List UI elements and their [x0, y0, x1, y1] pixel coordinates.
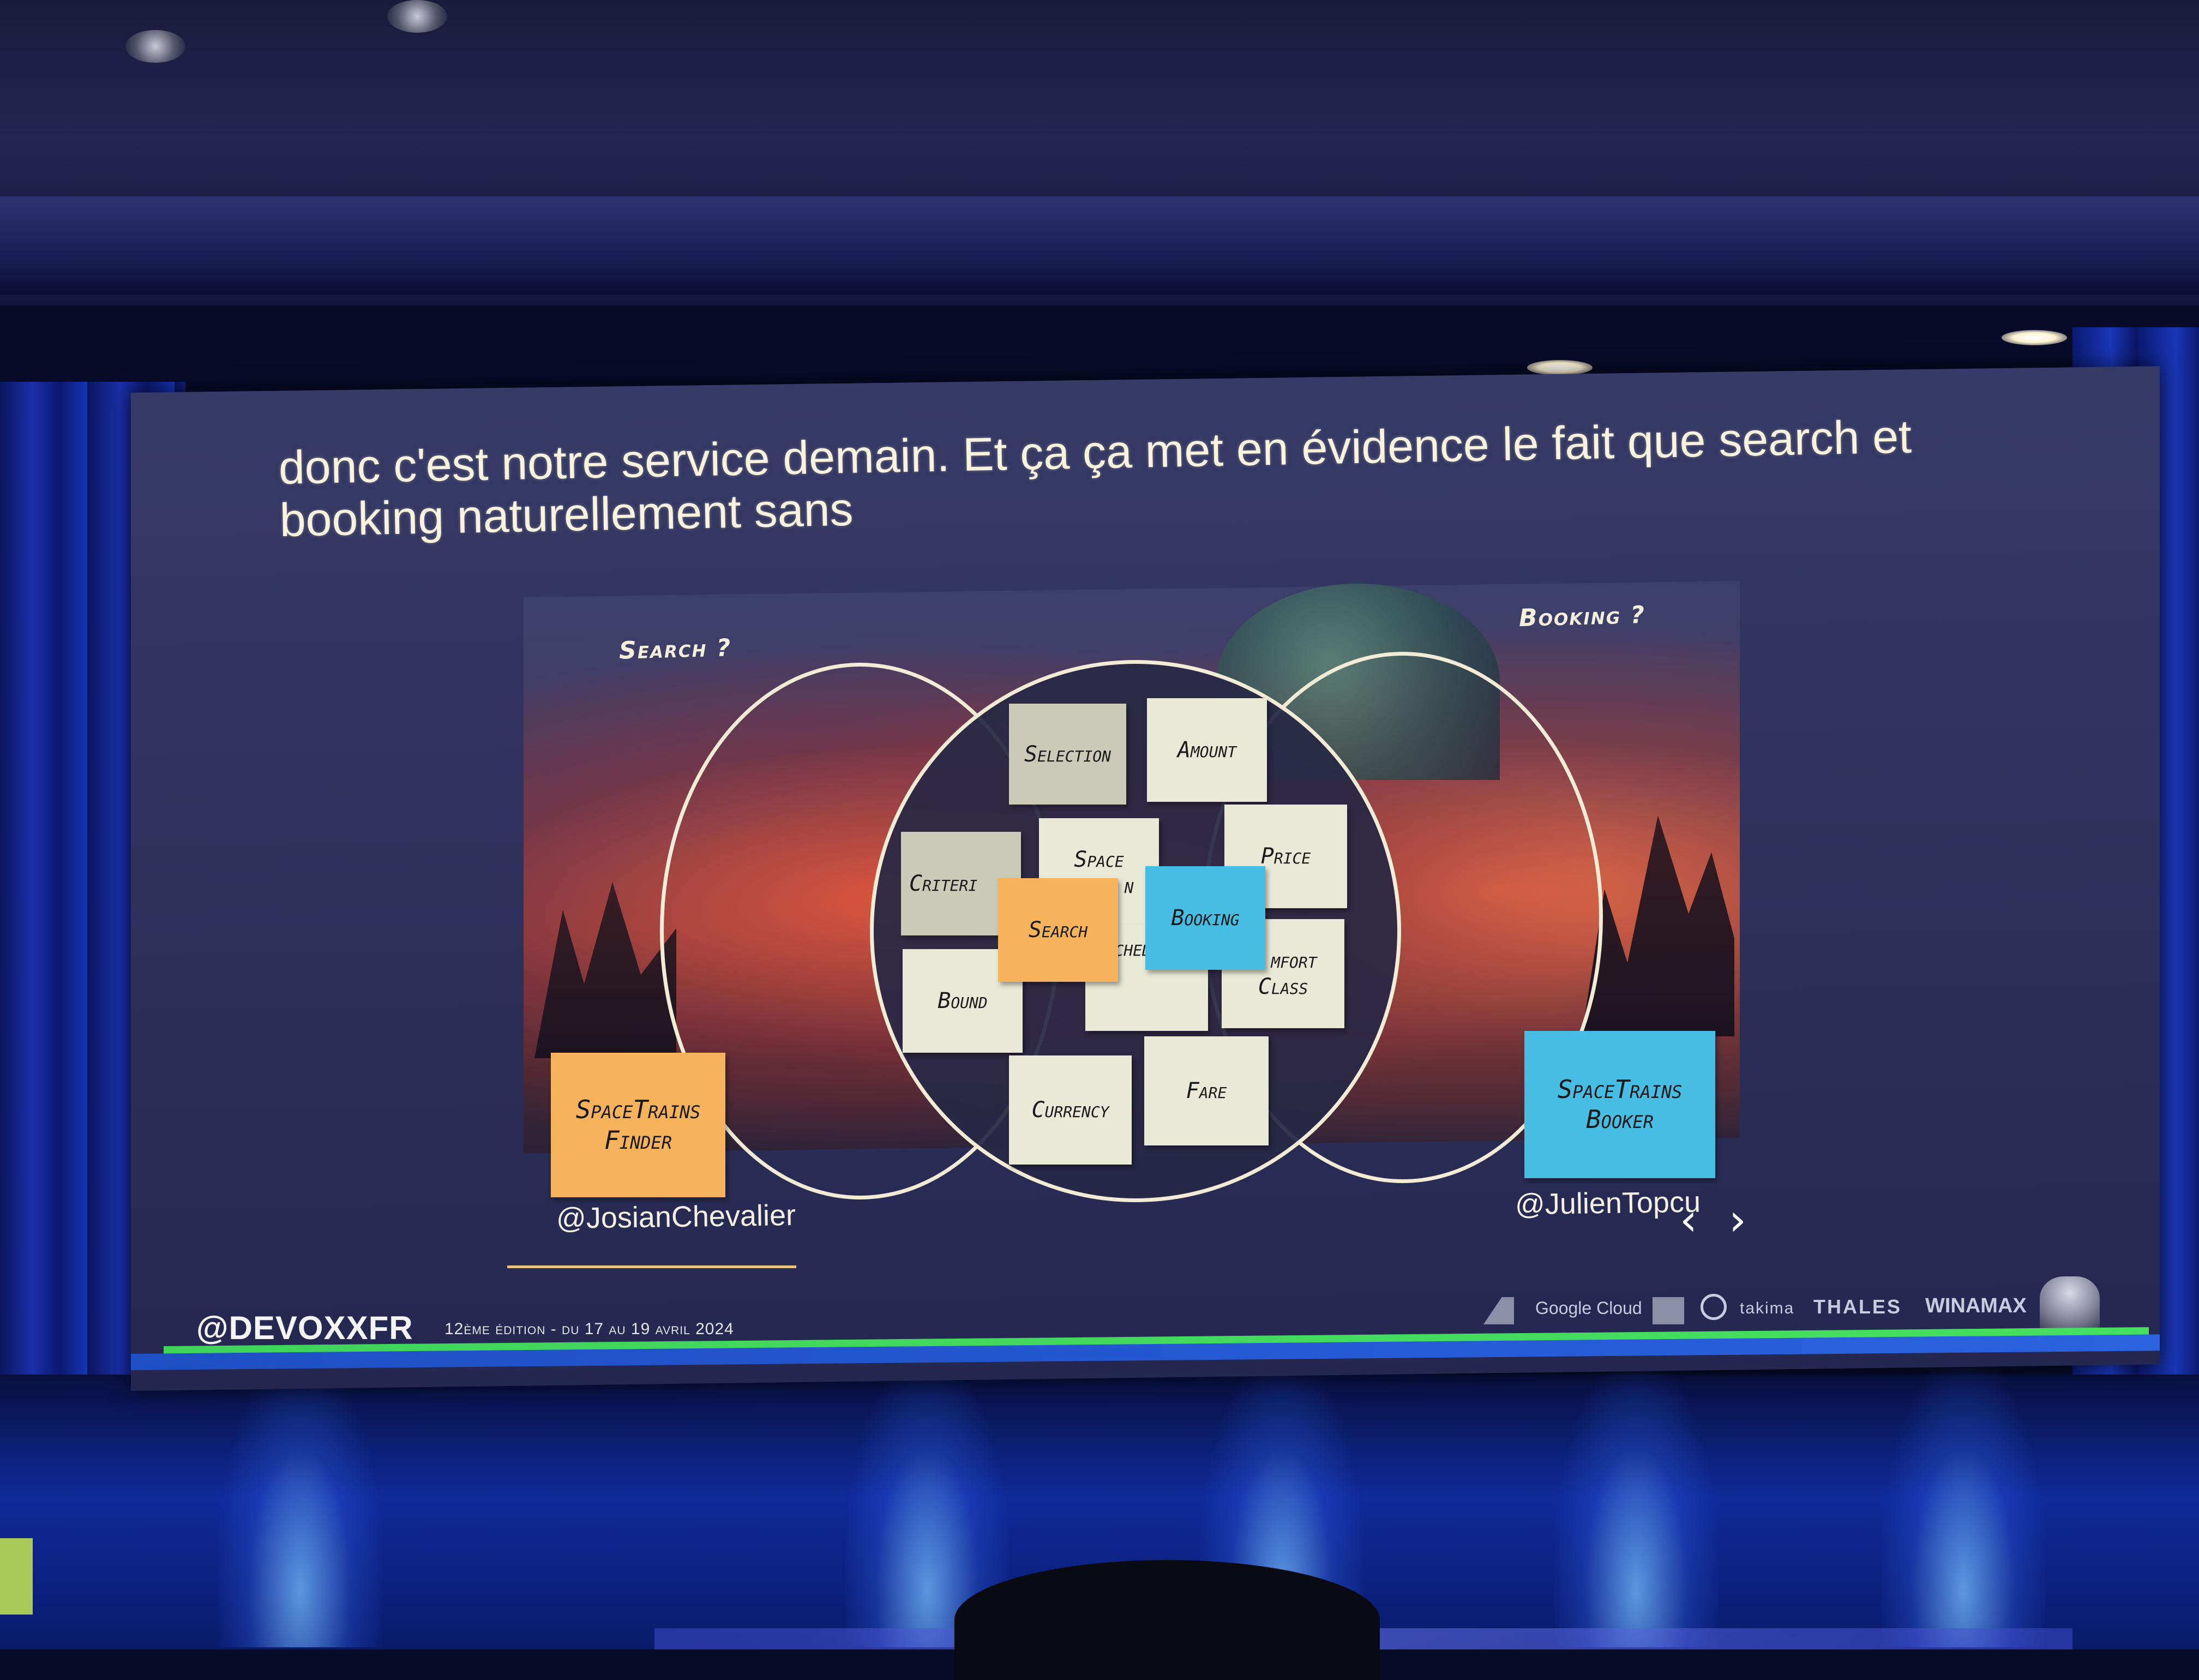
sticky-space-line1: Space	[1074, 847, 1124, 872]
stage-light	[1554, 1364, 1718, 1647]
booker-line2: Booker	[1585, 1105, 1654, 1134]
spotlight-icon	[2002, 330, 2067, 345]
booker-line1: SpaceTrains	[1557, 1074, 1683, 1104]
label-search: Search ?	[618, 634, 732, 665]
finder-line1: SpaceTrains	[575, 1095, 701, 1125]
sticky-space-line2: n	[1124, 873, 1134, 898]
sticky-spacetrains-booker: SpaceTrains Booker	[1524, 1031, 1715, 1178]
ceiling-light-icon	[125, 30, 185, 63]
stage-light	[218, 1364, 382, 1647]
ceiling-light-icon	[387, 0, 447, 33]
handle-josian: @JosianChevalier	[556, 1198, 796, 1235]
sticky-selection: Selection	[1009, 704, 1126, 805]
stage-light	[1882, 1364, 2045, 1647]
sticky-spacetrains-finder: SpaceTrains Finder	[551, 1053, 725, 1197]
finder-line2: Finder	[604, 1125, 672, 1155]
square-logo-icon	[1653, 1297, 1684, 1324]
footer-brand: @DEVOXXFR	[196, 1310, 413, 1346]
chevron-left-icon[interactable]: ‹	[1680, 1195, 1697, 1245]
sticky-comfort-class: mfort Class	[1222, 919, 1344, 1028]
audience-heads	[954, 1560, 1380, 1680]
spotlight-icon	[1527, 360, 1593, 375]
sticky-search: Search	[998, 878, 1118, 982]
sticky-fare: Fare	[1144, 1036, 1269, 1145]
sponsor-google-cloud: Google Cloud	[1535, 1298, 1642, 1318]
sponsor-takima: takima	[1740, 1299, 1795, 1317]
side-badge	[0, 1538, 33, 1615]
astronaut-mascot-icon	[2040, 1276, 2100, 1331]
sponsor-winamax: WINAMAX	[1925, 1294, 2027, 1317]
spiral-logo-icon	[1701, 1294, 1727, 1320]
sticky-comfort-line2: Class	[1258, 974, 1308, 999]
sticky-amount: Amount	[1147, 698, 1267, 802]
handle-underline	[507, 1265, 796, 1268]
sponsor-thales: THALES	[1813, 1295, 1902, 1318]
footer-edition: 12ème édition - du 17 au 19 avril 2024	[444, 1320, 734, 1338]
sticky-currency: Currency	[1009, 1055, 1132, 1165]
ceiling-beam	[0, 196, 2199, 295]
sticky-comfort-line1: mfort	[1271, 948, 1317, 973]
chevron-right-icon[interactable]: ›	[1729, 1195, 1746, 1245]
label-booking: Booking ?	[1518, 601, 1646, 633]
sticky-booking: Booking	[1145, 866, 1265, 970]
handle-julien: @JulienTopcu	[1515, 1185, 1701, 1221]
